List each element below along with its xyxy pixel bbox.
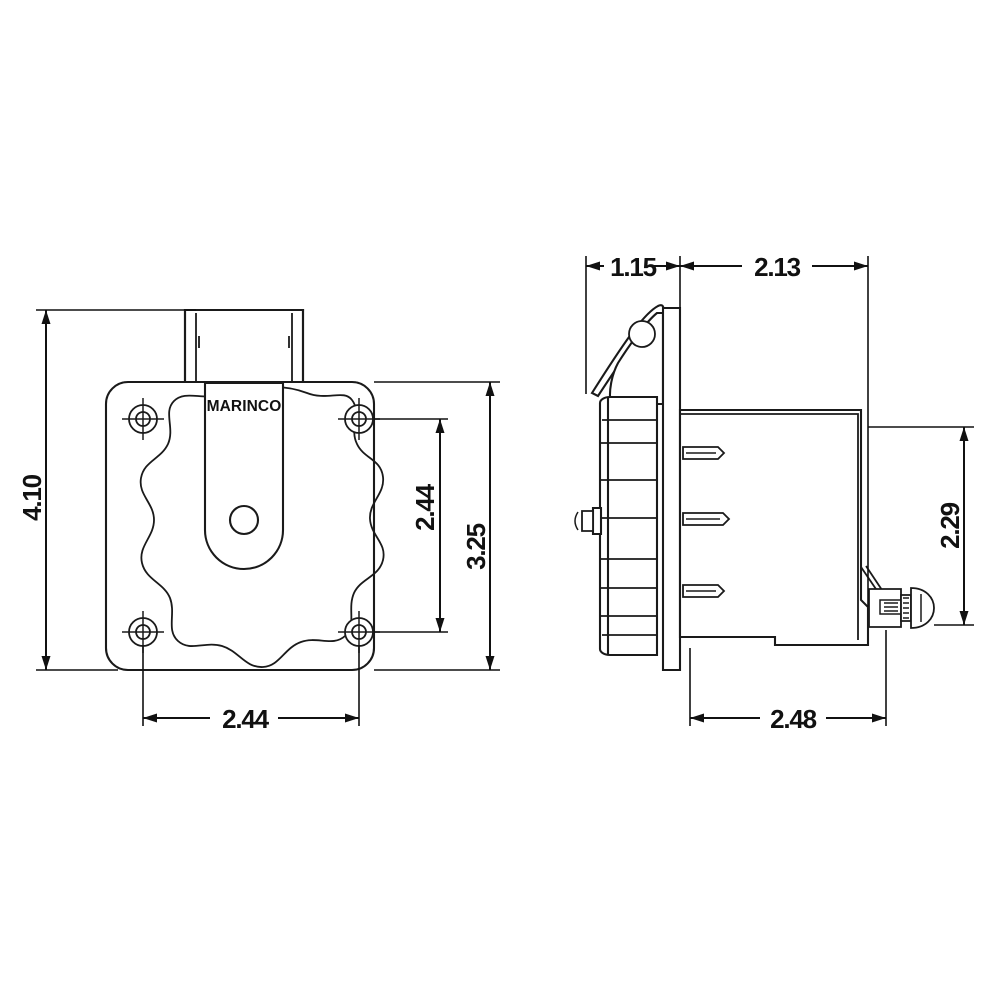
dim-side-body-height: 2.29 bbox=[868, 426, 974, 626]
side-prong-top bbox=[682, 446, 726, 460]
side-prong-bottom bbox=[682, 584, 726, 598]
front-mounting-hole-bottom-left bbox=[122, 611, 164, 653]
side-lid-arm bbox=[590, 304, 665, 406]
side-latch-catch bbox=[574, 506, 603, 536]
front-hinge-strap bbox=[203, 381, 285, 571]
front-scalloped-cover bbox=[139, 386, 385, 668]
front-view: MARINCO bbox=[17, 308, 500, 734]
dim-label-4-10: 4.10 bbox=[17, 474, 47, 521]
side-view: 1.15 2.13 2.29 2.48 bbox=[574, 252, 974, 734]
dim-label-1-15: 1.15 bbox=[610, 252, 657, 282]
side-prong-middle bbox=[682, 512, 731, 526]
dim-front-overall-height: 4.10 bbox=[17, 309, 196, 671]
dim-label-2-48: 2.48 bbox=[770, 704, 817, 734]
dim-label-2-29: 2.29 bbox=[935, 502, 965, 549]
side-flange-plate bbox=[661, 306, 682, 672]
front-mounting-hole-top-right bbox=[338, 398, 380, 440]
dim-front-hole-spacing-vertical: 2.44 bbox=[374, 418, 448, 633]
dim-label-2-44-vertical: 2.44 bbox=[410, 483, 440, 531]
front-center-hole bbox=[228, 504, 260, 536]
dim-front-hole-spacing-horizontal: 2.44 bbox=[142, 645, 360, 734]
dim-front-flange-height: 3.25 bbox=[374, 381, 500, 671]
side-ribbed-cover bbox=[598, 395, 659, 657]
dim-label-3-25: 3.25 bbox=[461, 523, 491, 570]
side-body-inner-edge bbox=[680, 413, 859, 640]
side-terminal-screw bbox=[860, 565, 935, 629]
dim-side-lid-depth: 1.15 bbox=[585, 252, 681, 394]
front-mounting-hole-bottom-right bbox=[338, 611, 380, 653]
side-body-block bbox=[678, 408, 870, 647]
dim-label-2-13: 2.13 bbox=[754, 252, 801, 282]
brand-label: MARINCO bbox=[207, 398, 282, 415]
front-mounting-hole-top-left bbox=[122, 398, 164, 440]
dim-side-body-depth: 2.13 bbox=[680, 252, 869, 607]
dim-side-overall-depth: 2.48 bbox=[689, 630, 887, 734]
side-lid-eyelet bbox=[628, 320, 656, 348]
dim-label-2-44-horizontal: 2.44 bbox=[222, 704, 270, 734]
